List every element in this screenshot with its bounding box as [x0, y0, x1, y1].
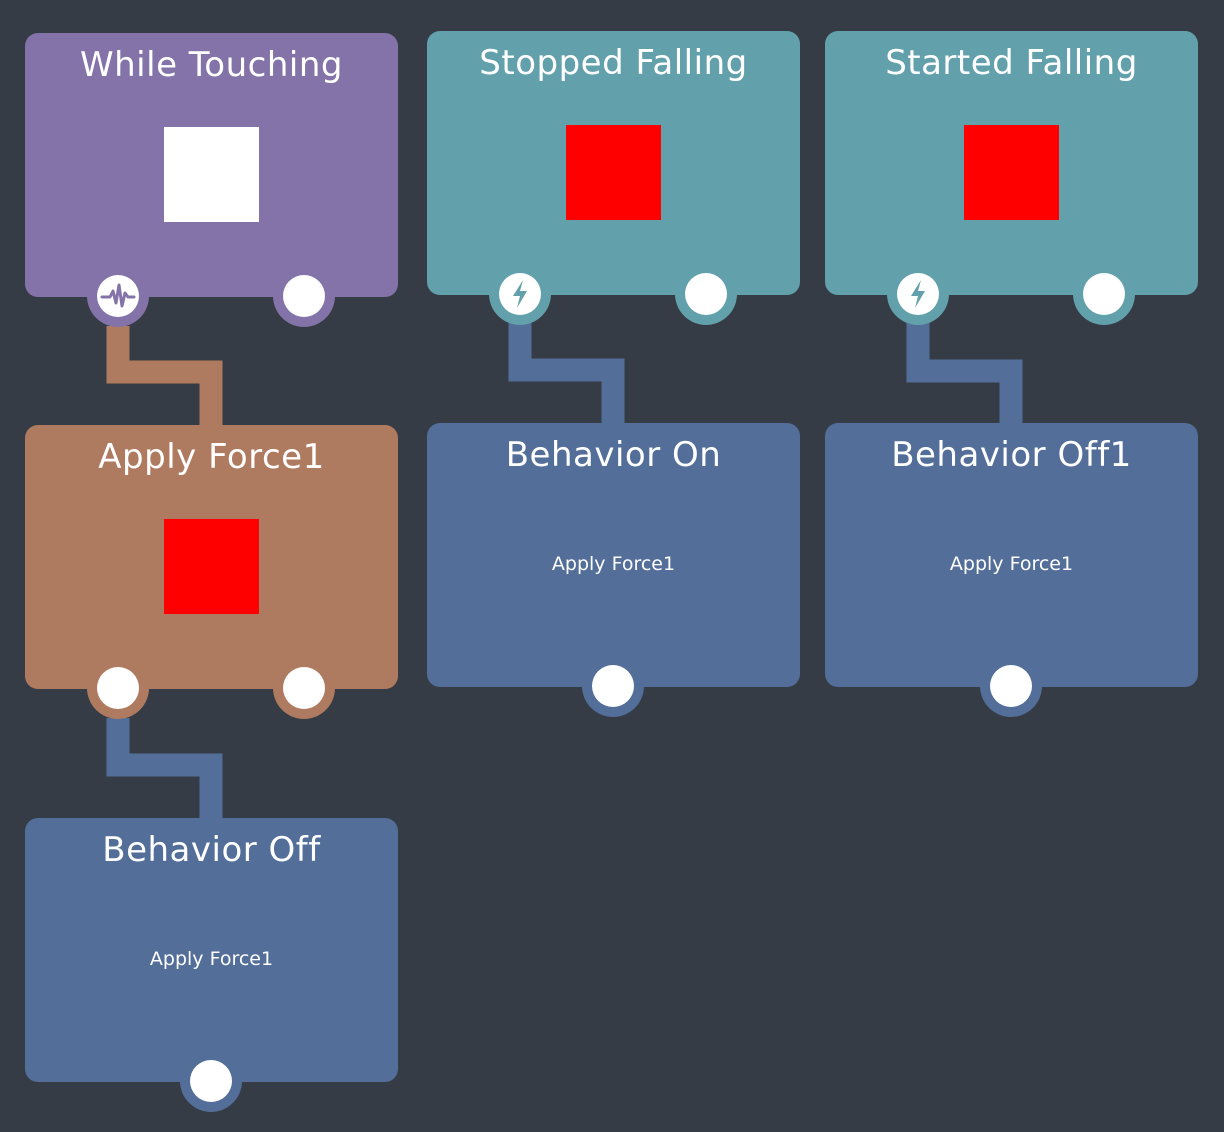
port-circle	[97, 667, 139, 709]
node-title: Behavior On	[505, 435, 722, 475]
target-behavior-label: Apply Force1	[149, 948, 274, 970]
port-circle	[592, 665, 634, 707]
output-port[interactable]	[273, 265, 335, 327]
lightning-icon	[897, 273, 939, 315]
output-port[interactable]	[1073, 263, 1135, 325]
output-port[interactable]	[273, 657, 335, 719]
wire-started-falling-to-behavior-off1[interactable]	[906, 322, 1023, 424]
lightning-icon	[499, 273, 541, 315]
node-while-touching[interactable]: While Touching	[25, 33, 398, 327]
node-title: Started Falling	[885, 43, 1138, 83]
port-circle	[990, 665, 1032, 707]
output-port[interactable]	[675, 263, 737, 325]
wire-stopped-falling-to-behavior-on[interactable]	[508, 322, 625, 424]
port-circle	[190, 1060, 232, 1102]
node-title: Behavior Off	[102, 830, 321, 870]
target-behavior-label: Apply Force1	[551, 553, 676, 575]
status-indicator-red	[964, 125, 1059, 220]
node-title: Behavior Off1	[891, 435, 1132, 475]
output-port-trigger[interactable]	[489, 263, 551, 325]
port-circle	[685, 273, 727, 315]
node-behavior-on[interactable]: Behavior On Apply Force1	[427, 423, 800, 717]
wire-apply-force-to-behavior-off[interactable]	[106, 718, 223, 819]
node-behavior-off[interactable]: Behavior Off Apply Force1	[25, 818, 398, 1112]
output-port[interactable]	[980, 655, 1042, 717]
port-circle	[283, 667, 325, 709]
status-indicator-red	[566, 125, 661, 220]
port-circle	[283, 275, 325, 317]
output-port-trigger[interactable]	[887, 263, 949, 325]
status-indicator-white	[164, 127, 259, 222]
port-circle	[1083, 273, 1125, 315]
node-title: While Touching	[80, 45, 343, 85]
output-port[interactable]	[87, 657, 149, 719]
node-started-falling[interactable]: Started Falling	[825, 31, 1198, 325]
target-behavior-label: Apply Force1	[949, 553, 1074, 575]
node-title: Stopped Falling	[479, 43, 748, 83]
node-apply-force1[interactable]: Apply Force1	[25, 425, 398, 719]
wire-while-touching-to-apply-force[interactable]	[106, 326, 223, 426]
node-title: Apply Force1	[98, 437, 325, 477]
output-port[interactable]	[180, 1050, 242, 1112]
node-stopped-falling[interactable]: Stopped Falling	[427, 31, 800, 325]
status-indicator-red	[164, 519, 259, 614]
output-port[interactable]	[582, 655, 644, 717]
output-port-pulse[interactable]	[87, 265, 149, 327]
pulse-icon	[97, 275, 139, 317]
node-behavior-off1[interactable]: Behavior Off1 Apply Force1	[825, 423, 1198, 717]
